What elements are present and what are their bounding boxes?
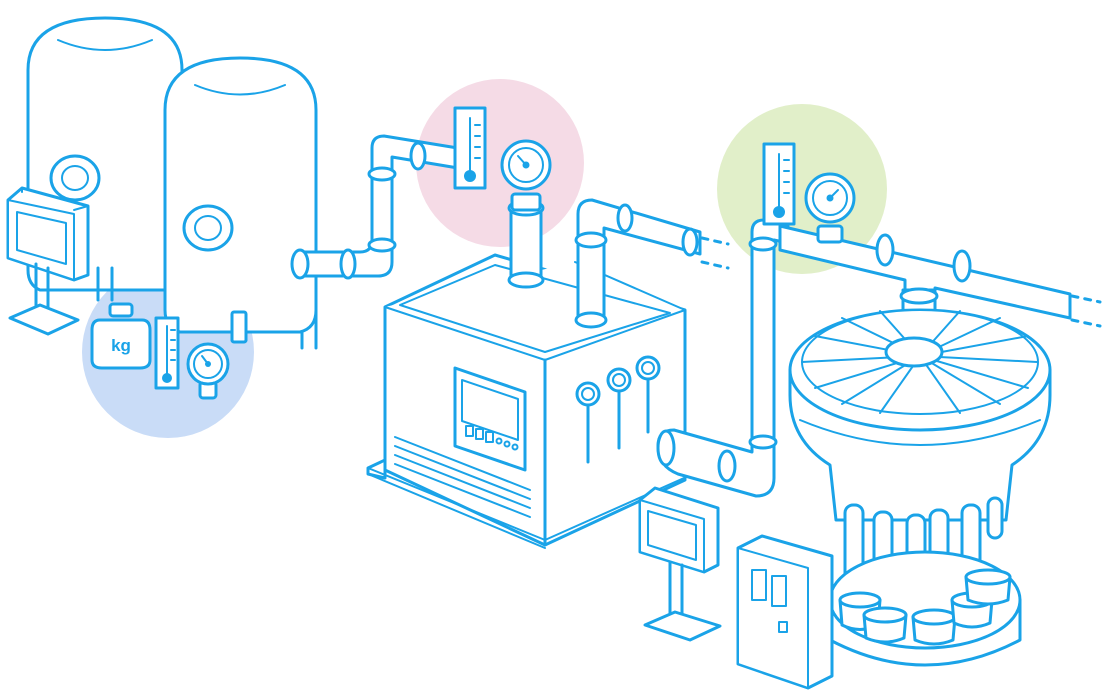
pressure-gauge-icon <box>500 139 552 212</box>
control-panel-middle <box>638 486 722 642</box>
tank-manhole-front <box>182 204 234 252</box>
thermometer-icon <box>154 316 180 390</box>
rotary-filler <box>788 308 1052 667</box>
thermometer-icon <box>762 142 796 226</box>
tank-manhole-back <box>49 154 101 202</box>
pressure-gauge-icon <box>186 342 230 400</box>
heater-gauges <box>575 355 661 464</box>
pressure-gauge-icon <box>804 172 856 244</box>
heater-unit <box>366 253 703 549</box>
thermometer-icon <box>453 106 487 190</box>
storage-tank-front <box>163 56 318 350</box>
weight-icon: kg <box>90 302 152 370</box>
heater-inlet-pipe <box>507 199 545 289</box>
electrical-cabinet <box>736 534 834 690</box>
filler-cups <box>838 568 1012 646</box>
control-panel-left <box>6 186 90 336</box>
pipe-heater-to-right <box>574 198 730 329</box>
pipe-tank-to-heater <box>290 134 472 280</box>
weight-unit-label: kg <box>111 336 131 355</box>
